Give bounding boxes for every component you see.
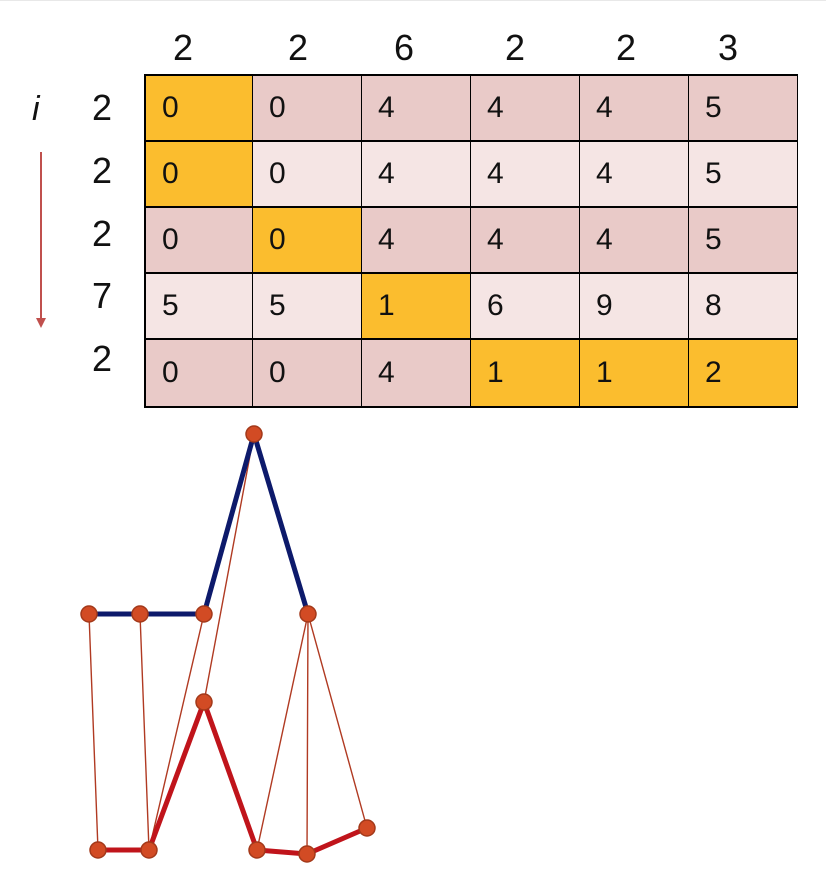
matrix-cell: 5 [144, 274, 253, 340]
matrix-cell: 4 [362, 142, 471, 208]
column-value: 2 [615, 27, 637, 68]
bottom-series-segment [146, 699, 207, 853]
matrix-cell-highlighted: 0 [144, 76, 253, 142]
matrix-cell: 5 [689, 208, 798, 274]
matrix-cell: 0 [144, 208, 253, 274]
arrow-head-icon [36, 318, 46, 328]
alignment-link [306, 613, 309, 855]
top-series-segment [201, 431, 257, 617]
alignment-link [307, 613, 368, 829]
matrix-cell: 0 [253, 142, 362, 208]
row-value: 2 [91, 87, 113, 128]
bottom-series-point [298, 845, 316, 863]
column-value: 3 [717, 27, 739, 68]
top-series-point [131, 605, 149, 623]
matrix-cell: 0 [253, 340, 362, 406]
matrix-cell: 5 [689, 76, 798, 142]
matrix-cell: 4 [471, 76, 580, 142]
alignment-link [139, 613, 150, 851]
bottom-series-segment [304, 825, 370, 857]
matrix-cell: 4 [580, 76, 689, 142]
top-series-point [80, 605, 98, 623]
matrix-cell-highlighted: 1 [362, 274, 471, 340]
bottom-series-point [358, 819, 376, 837]
alignment-link [148, 613, 205, 851]
matrix-cell: 0 [253, 76, 362, 142]
bottom-series-segment [201, 699, 260, 853]
matrix-cell: 9 [580, 274, 689, 340]
matrix-cell: 0 [144, 340, 253, 406]
alignment-link [256, 613, 309, 851]
matrix-cell: 5 [689, 142, 798, 208]
matrix-cell-highlighted: 1 [580, 340, 689, 406]
bottom-series-point [89, 841, 107, 859]
alignment-link [88, 613, 99, 851]
matrix-cell: 4 [471, 142, 580, 208]
top-border-line [0, 0, 826, 1]
row-value: 2 [91, 213, 113, 254]
matrix-cell: 4 [580, 208, 689, 274]
row-value: 2 [91, 338, 113, 379]
top-series-point [245, 425, 263, 443]
matrix-cell-highlighted: 0 [253, 208, 362, 274]
matrix-cell: 4 [471, 208, 580, 274]
matrix-cell-highlighted: 2 [689, 340, 798, 406]
matrix-cell: 4 [362, 208, 471, 274]
matrix-cell: 4 [362, 76, 471, 142]
matrix-cell: 5 [253, 274, 362, 340]
index-label: i [32, 90, 40, 128]
column-value: 2 [172, 27, 194, 68]
down-arrow-icon [40, 152, 42, 322]
bottom-series-point [195, 693, 213, 711]
column-value: 2 [504, 27, 526, 68]
top-series-segment [251, 431, 311, 617]
matrix-cell-highlighted: 0 [144, 142, 253, 208]
top-series-point [195, 605, 213, 623]
matrix-cell: 8 [689, 274, 798, 340]
alignment-link [203, 433, 255, 703]
bottom-series-point [140, 841, 158, 859]
row-value: 2 [91, 150, 113, 191]
row-value: 7 [91, 275, 113, 316]
matrix-cell: 4 [580, 142, 689, 208]
column-value: 6 [393, 27, 415, 68]
column-value: 2 [287, 27, 309, 68]
matrix-cell: 6 [471, 274, 580, 340]
bottom-series-point [248, 841, 266, 859]
matrix-cell-highlighted: 1 [471, 340, 580, 406]
matrix-cell: 4 [362, 340, 471, 406]
top-series-point [299, 605, 317, 623]
